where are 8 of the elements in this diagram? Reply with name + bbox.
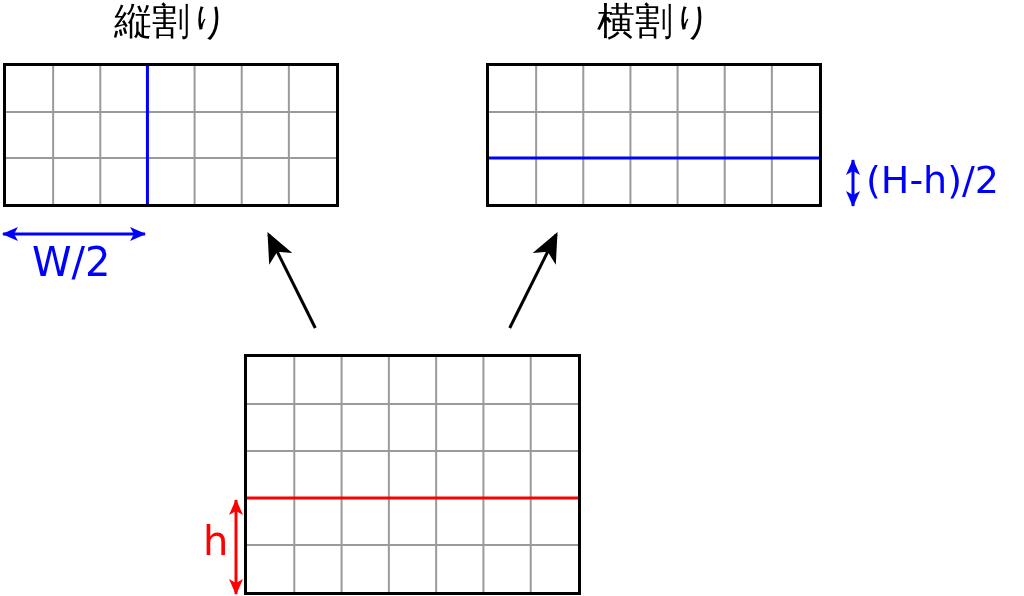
- dimension-label: W/2: [32, 240, 111, 284]
- dimension-label: (H-h)/2: [866, 160, 999, 202]
- grid: [244, 354, 581, 595]
- arrow: [267, 232, 317, 329]
- heading: 縦割り: [113, 0, 229, 44]
- dimension-label: h: [203, 519, 229, 563]
- arrow: [508, 232, 558, 329]
- heading: 横割り: [596, 0, 712, 44]
